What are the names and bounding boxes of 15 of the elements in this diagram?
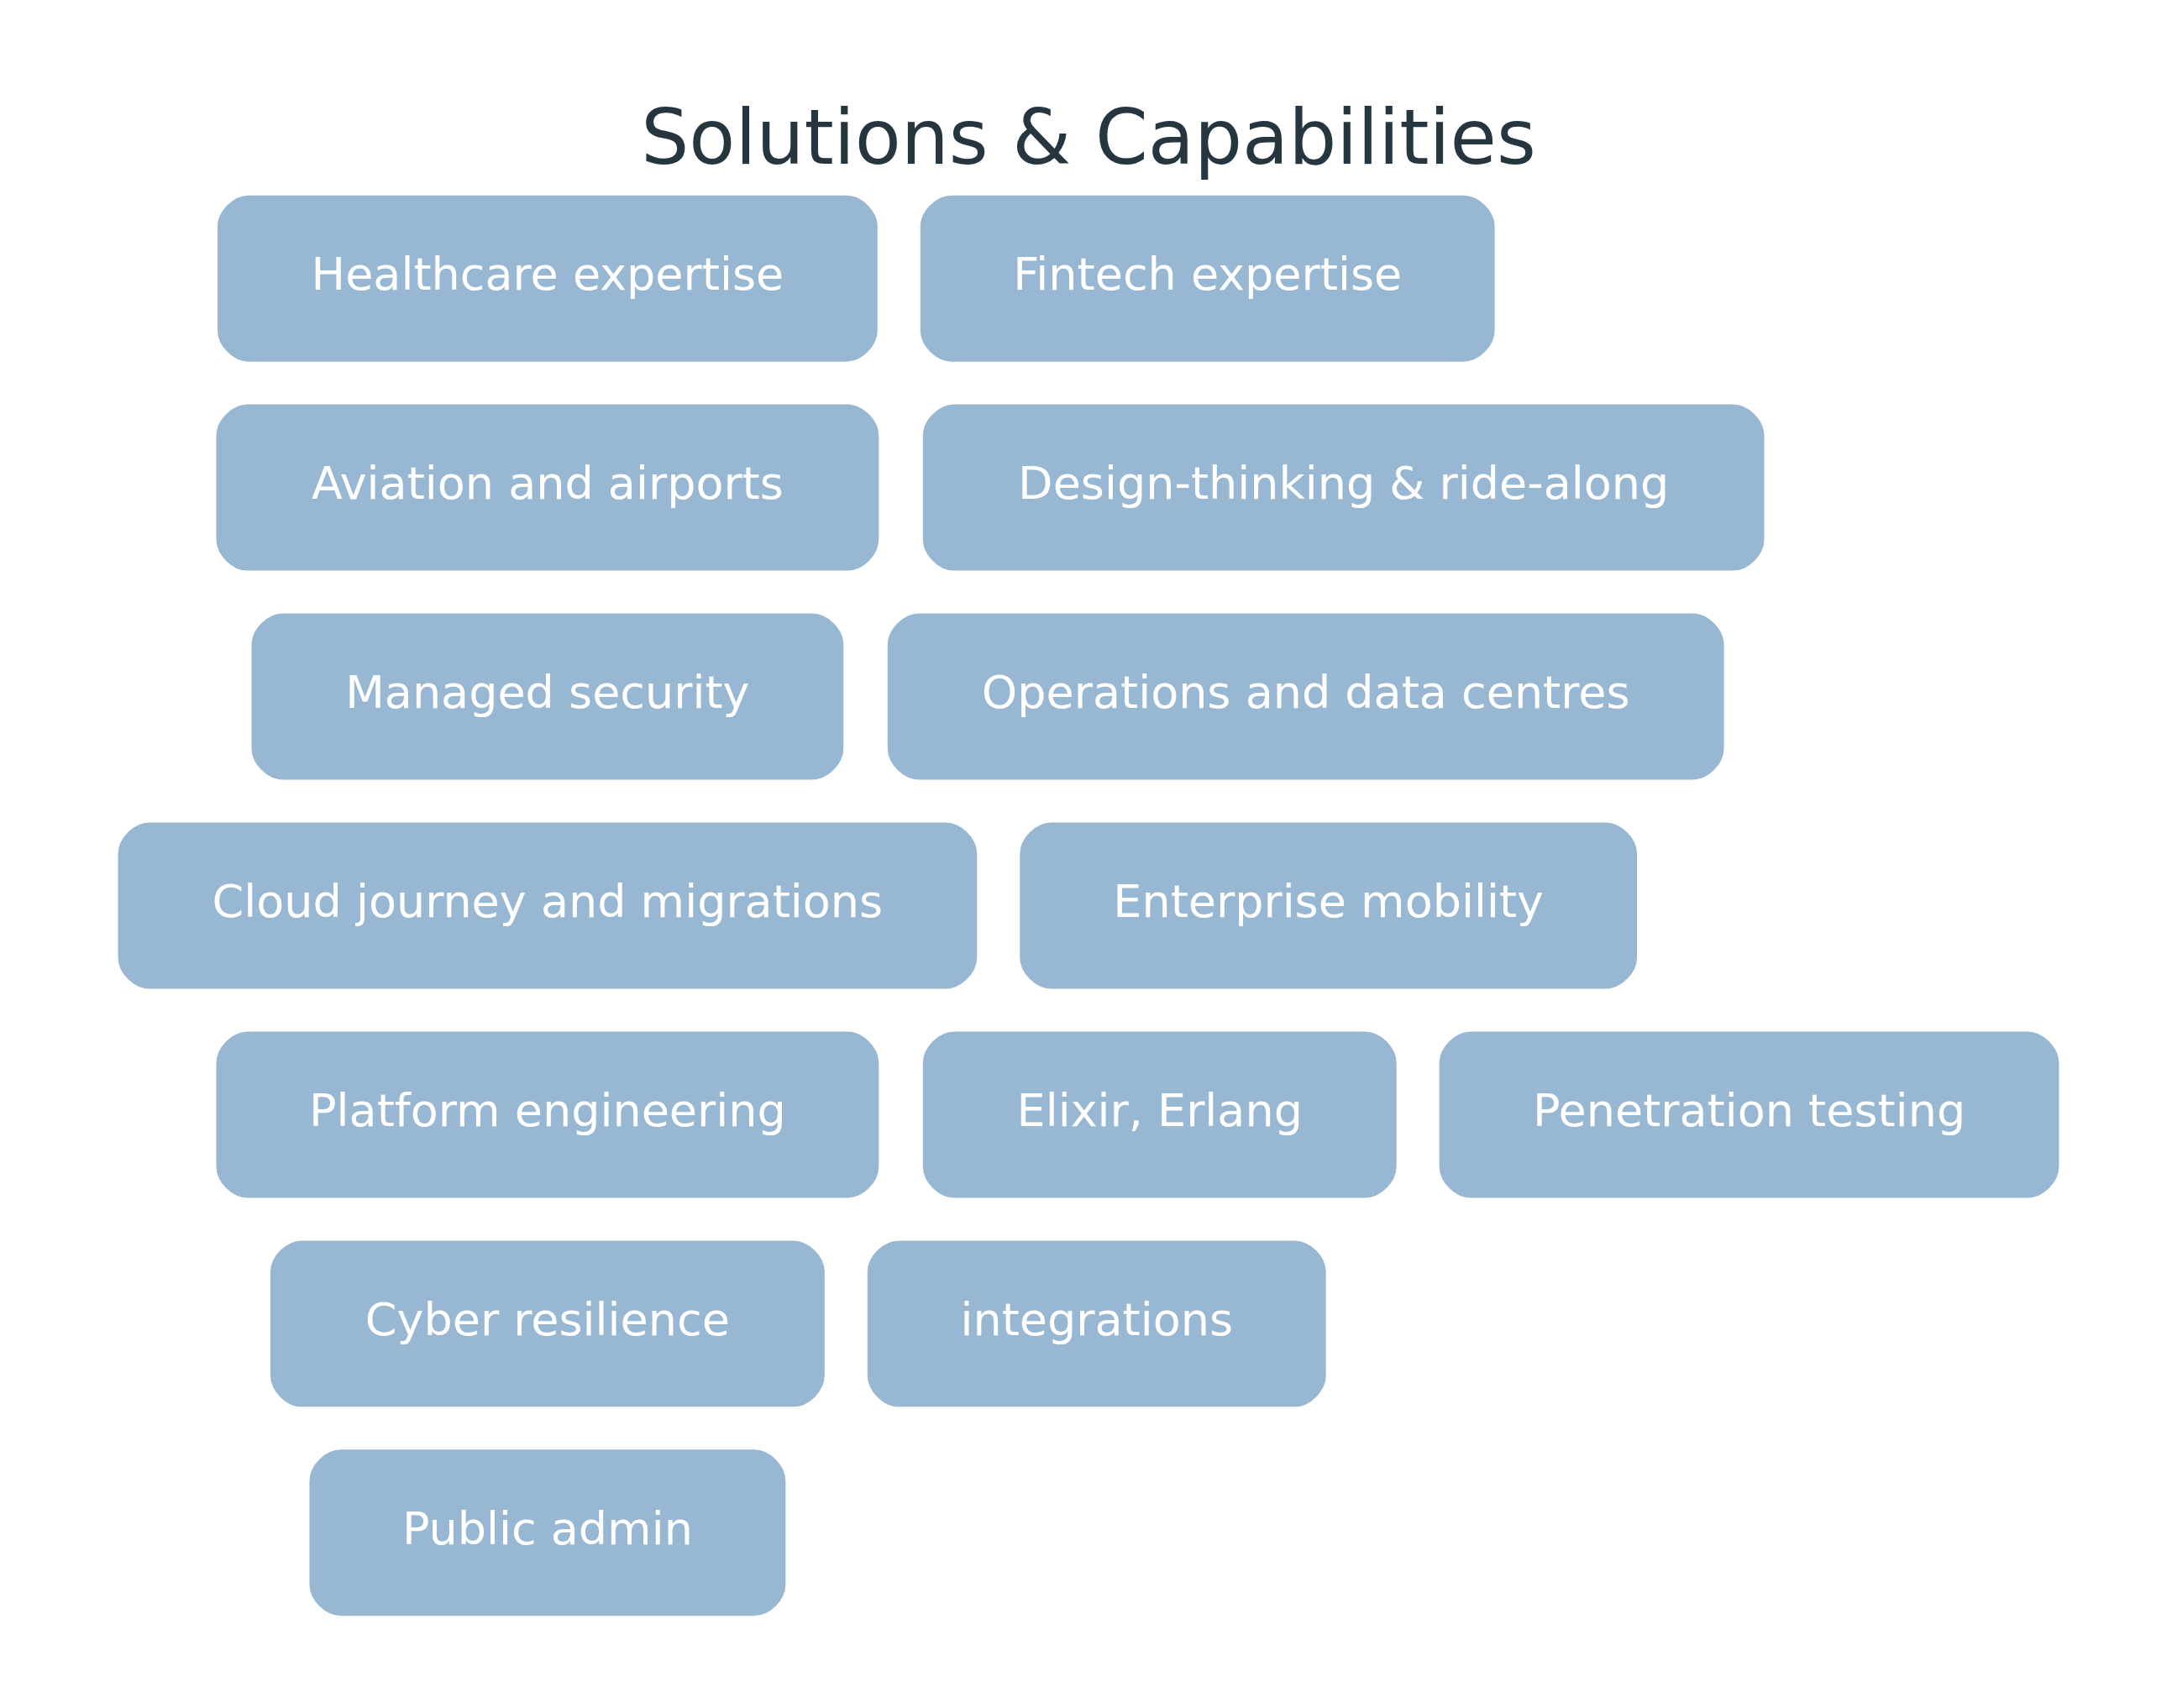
node-box: Managed security — [251, 613, 844, 780]
node-box: Healthcare expertise — [217, 195, 878, 362]
node-box: Platform engineering — [216, 1031, 879, 1198]
node-box: Enterprise mobility — [1020, 822, 1638, 989]
node-box: Design-thinking & ride-along — [922, 404, 1765, 571]
node-box: Elixir, Erlang — [922, 1031, 1397, 1198]
diagram-title: Solutions & Capabilities — [641, 93, 1536, 182]
node-box: Fintech expertise — [920, 195, 1495, 362]
node-box: integrations — [867, 1240, 1326, 1407]
node-box: Operations and data centres — [887, 613, 1724, 780]
node-box: Penetration testing — [1439, 1031, 2059, 1198]
node-box: Aviation and airports — [216, 404, 879, 571]
node-box: Public admin — [309, 1449, 786, 1616]
node-box: Cyber resilience — [270, 1240, 825, 1407]
node-box: Cloud journey and migrations — [118, 822, 978, 989]
